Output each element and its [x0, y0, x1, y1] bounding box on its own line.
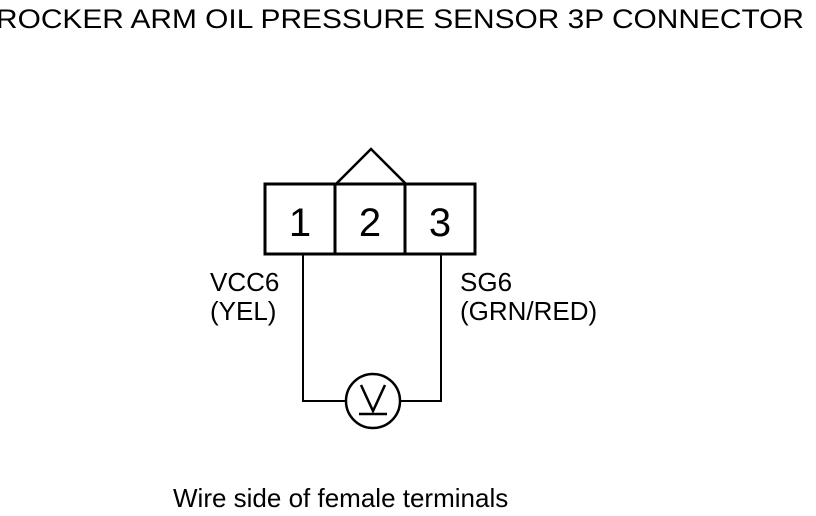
- wire-right-signal: SG6: [460, 267, 512, 297]
- connector-3p: 1 2 3: [263, 147, 477, 256]
- pin-1-number: 1: [289, 201, 311, 245]
- connector-lock-tab: [335, 147, 407, 185]
- diagram-title: ROCKER ARM OIL PRESSURE SENSOR 3P CONNEC…: [0, 4, 804, 34]
- diagram-caption: Wire side of female terminals: [173, 483, 508, 513]
- wire-pin-3: [401, 254, 442, 402]
- wire-left-color: (YEL): [210, 296, 276, 326]
- voltmeter-v-symbol: [359, 384, 387, 414]
- pin-2-number: 2: [359, 201, 381, 245]
- test-circuit: [302, 254, 442, 430]
- wire-pin-1: [302, 254, 345, 402]
- connector-body: [263, 182, 477, 256]
- voltmeter-icon: [344, 372, 402, 430]
- wire-left-signal: VCC6: [210, 267, 279, 297]
- pin-3-number: 3: [429, 201, 451, 245]
- wire-right-color: (GRN/RED): [460, 296, 597, 326]
